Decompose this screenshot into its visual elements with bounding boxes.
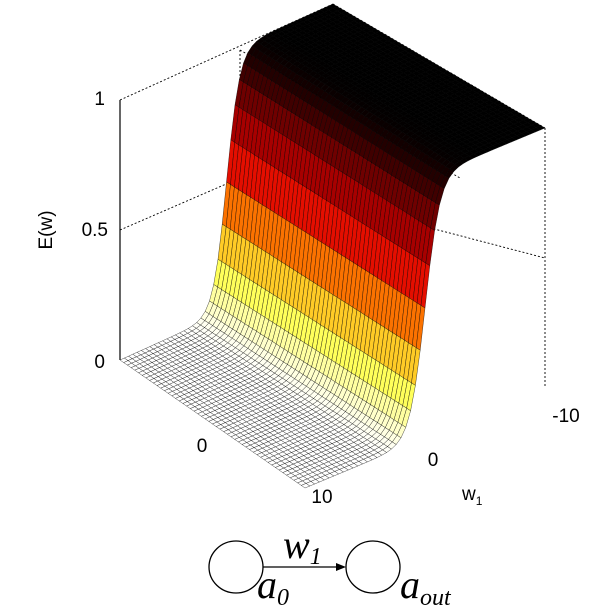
x-tick-label: -10 [552,406,579,427]
x-tick-label: 0 [428,450,439,471]
arrowhead-icon [336,563,346,571]
x-tick-labels: -10 0 10 [311,406,579,508]
z-tick-label: 0.5 [82,220,108,241]
output-label: aout [400,562,452,611]
x-axis-label-sub: 1 [476,494,483,508]
input-label: a0 [257,562,289,611]
surface-patch [300,483,311,489]
x-axis-label-main: w [461,484,476,505]
surface-plot [119,3,546,489]
output-node [345,540,401,594]
y-tick-label: 0 [197,436,208,457]
z-tick-labels: 1 0.5 0 [82,89,108,373]
x-tick-label: 10 [311,487,332,508]
network-diagram: w1 a0 aout [208,522,452,611]
input-node [208,540,264,594]
weight-label: w1 [283,522,322,570]
x-axis-label: w1 [461,484,483,508]
z-axis-label: E(w) [36,210,57,249]
z-tick-label: 0 [94,352,105,373]
z-tick-label: 1 [94,89,105,110]
